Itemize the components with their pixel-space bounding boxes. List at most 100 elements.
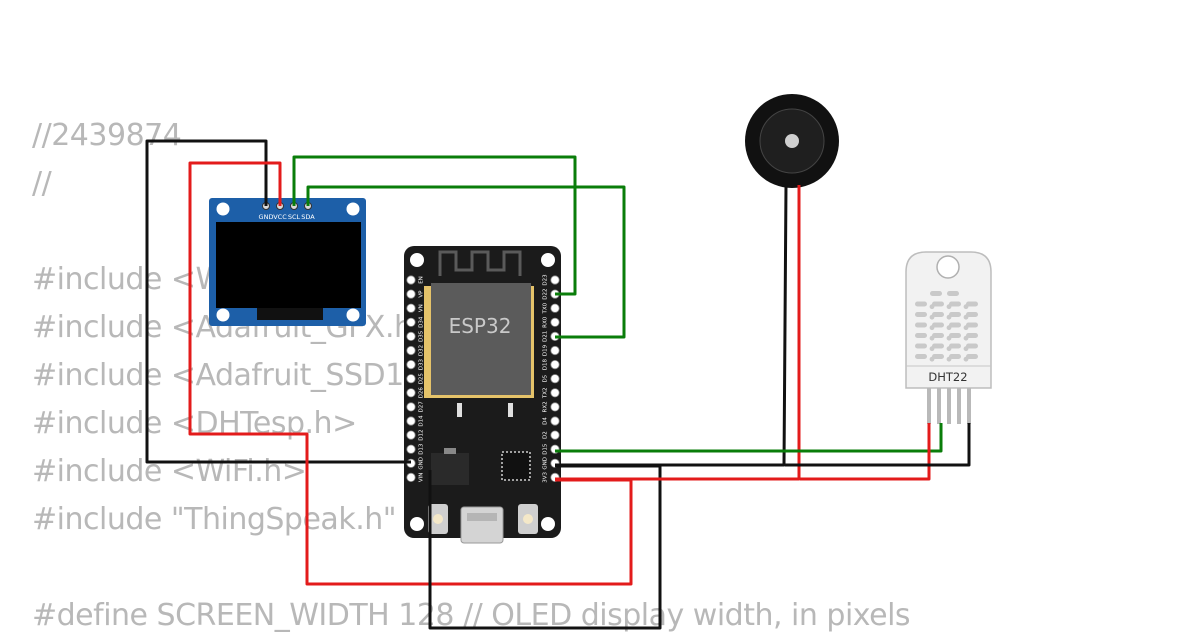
dht22-vent-slot	[932, 354, 944, 359]
esp32-pin-label: RX0	[543, 316, 549, 328]
esp32-pin-vn[interactable]	[406, 303, 416, 313]
micro-usb-port[interactable]	[460, 506, 504, 544]
wire-buzzer-gnd[interactable]	[555, 184, 788, 467]
wires	[145, 139, 971, 630]
oled-display[interactable]: GND VCC SCL SDA	[209, 198, 366, 326]
oled-pin-label: GND	[259, 213, 274, 221]
dht22-vent-slot	[966, 333, 978, 338]
dht22-vent-dot	[963, 325, 969, 331]
wire-dht-data[interactable]	[555, 423, 943, 453]
esp32-usb-chip	[501, 451, 531, 481]
esp32-pin-d14[interactable]	[406, 416, 416, 426]
wire-buzzer-signal[interactable]	[555, 185, 801, 481]
esp32-pin-d33[interactable]	[406, 359, 416, 370]
esp32-pin-d2[interactable]	[550, 430, 560, 440]
oled-screen	[216, 222, 361, 308]
esp32-pin-label: EN	[419, 276, 425, 284]
esp32-smd	[508, 403, 513, 417]
dht22-vent-slot	[915, 343, 927, 349]
esp32-board[interactable]: ESP32	[404, 246, 561, 544]
dht22-vent-dot	[929, 325, 935, 331]
esp32-pin-label: D15	[543, 443, 549, 455]
esp32-pin-label: D5	[543, 374, 549, 382]
dht22-vent-slot	[966, 354, 978, 359]
wire-dht-gnd[interactable]	[785, 423, 971, 467]
dht22-sensor[interactable]: DHT22	[905, 251, 992, 424]
dht22-pin[interactable]	[967, 388, 971, 424]
wire-oled-vcc[interactable]	[188, 161, 633, 586]
dht22-vent-dot	[929, 314, 935, 320]
esp32-pin-d4[interactable]	[550, 416, 560, 426]
esp32-pin-d19[interactable]	[550, 345, 560, 356]
dht22-vent-dot	[946, 304, 952, 310]
dht22-vent-slot	[915, 312, 927, 317]
esp32-pin-label: D25	[419, 373, 425, 385]
esp32-mount-hole	[541, 253, 555, 267]
esp32-pin-label: D32	[419, 345, 425, 356]
dht22-vent-dot	[963, 346, 969, 352]
esp32-pin-rx0[interactable]	[550, 317, 560, 327]
esp32-pin-vin[interactable]	[406, 472, 416, 482]
esp32-pin-d26[interactable]	[406, 388, 416, 398]
dht22-vent-slot	[949, 354, 961, 359]
dht22-vent-dot	[963, 356, 969, 362]
esp32-pin-en[interactable]	[406, 275, 416, 285]
esp32-pin-label: GND	[419, 457, 425, 470]
esp32-pin-d32[interactable]	[406, 345, 416, 356]
code-line: //	[32, 166, 52, 201]
dht22-grille	[915, 291, 978, 362]
buzzer[interactable]	[745, 94, 839, 188]
code-line: #include <Adafruit_SSD1	[32, 358, 404, 393]
esp32-pin-d27[interactable]	[406, 402, 416, 412]
esp32-pin-d13[interactable]	[406, 444, 416, 454]
dht22-vent-slot	[915, 354, 927, 359]
wire-oled-scl[interactable]	[292, 155, 577, 296]
dht22-vent-dot	[946, 346, 952, 352]
esp32-pin-label: D13	[419, 443, 425, 455]
dht22-vent-dot	[963, 304, 969, 310]
en-button-cap[interactable]	[523, 514, 533, 524]
oled-pin-label: VCC	[273, 213, 287, 221]
wire-dht-vcc[interactable]	[800, 423, 931, 481]
esp32-pin-d35[interactable]	[406, 331, 416, 341]
wire-oled-sda[interactable]	[306, 185, 626, 339]
dht22-pin[interactable]	[927, 388, 931, 424]
esp32-pin-label: D19	[543, 344, 549, 356]
dht22-vent-dot	[946, 325, 952, 331]
esp32-mount-hole	[410, 517, 424, 531]
esp32-pin-label: D2	[543, 431, 549, 439]
esp32-pin-d34[interactable]	[406, 317, 416, 327]
dht22-vent-dot	[946, 335, 952, 341]
esp32-pin-d12[interactable]	[406, 430, 416, 440]
esp32-pin-label: GND	[543, 457, 549, 470]
dht22-vent-slot	[915, 333, 927, 338]
esp32-pin-label: TX0	[543, 302, 549, 314]
esp32-pin-tx0[interactable]	[550, 303, 560, 313]
dht22-pin[interactable]	[957, 388, 961, 424]
dht22-vent-slot	[949, 333, 961, 338]
dht22-pin[interactable]	[937, 388, 941, 424]
dht22-vent-dot	[946, 356, 952, 362]
esp32-pin-label: D14	[419, 415, 425, 427]
esp32-pin-label: 3V3	[543, 472, 549, 483]
esp32-pin-d25[interactable]	[406, 374, 416, 384]
dht22-vent-dot	[963, 314, 969, 320]
esp32-pin-d18[interactable]	[550, 359, 560, 370]
esp32-pin-d5[interactable]	[550, 374, 560, 384]
dht22-vent-slot	[966, 301, 978, 307]
dht22-pin[interactable]	[947, 388, 951, 424]
esp32-module-shield	[431, 283, 531, 395]
esp32-pin-rx2[interactable]	[550, 402, 560, 412]
esp32-pin-vp[interactable]	[406, 289, 416, 299]
dht22-vent-dot	[963, 335, 969, 341]
esp32-pin-label: D4	[543, 417, 549, 425]
esp32-pin-d23[interactable]	[550, 275, 560, 285]
dht22-vent-dot	[929, 356, 935, 362]
dht22-vent-slot	[915, 301, 927, 307]
dht22-vent-slot	[966, 322, 978, 328]
dht22-vent-slot	[949, 301, 961, 307]
esp32-pin-tx2[interactable]	[550, 388, 560, 398]
esp32-pin-label: D18	[543, 358, 549, 370]
code-line: #include <WiFi.h>	[32, 454, 307, 489]
boot-button-cap[interactable]	[433, 514, 443, 524]
